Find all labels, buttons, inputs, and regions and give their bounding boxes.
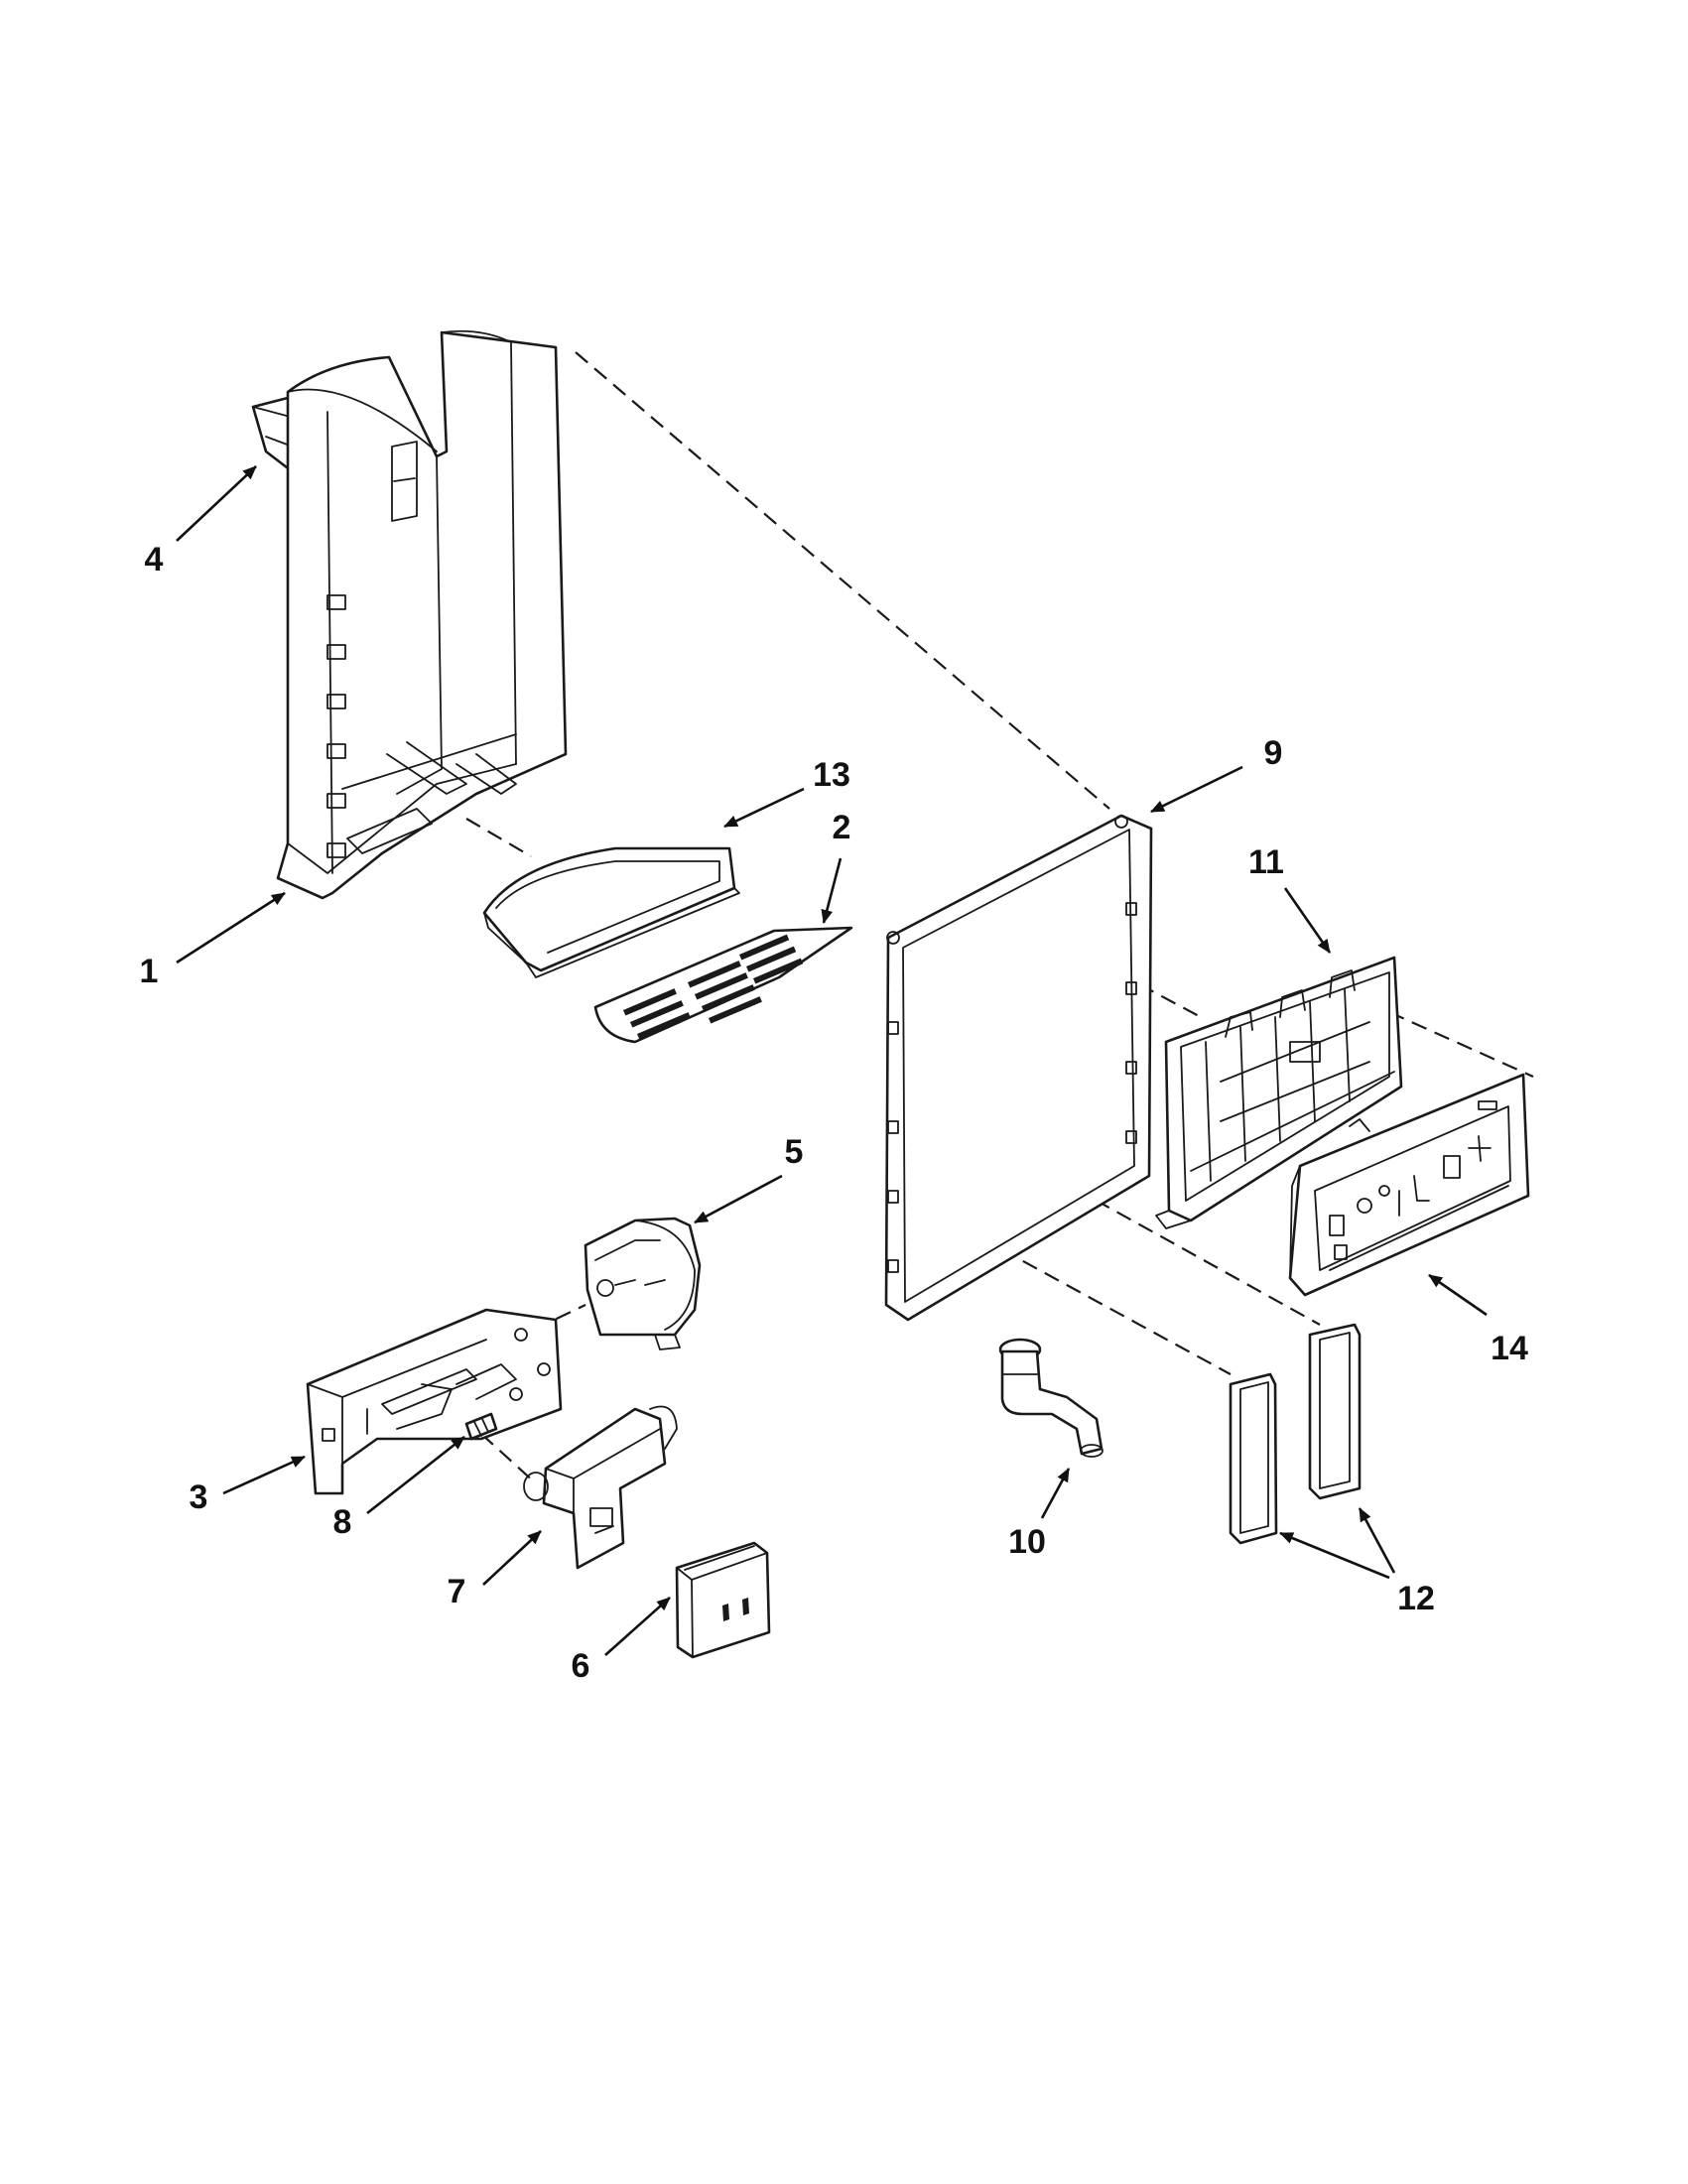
part-dispenser-housing (276, 329, 568, 900)
part-drip-tray-grille (593, 926, 853, 1044)
part-actuator-motor (584, 1217, 702, 1350)
part-actuator-pad (675, 1541, 771, 1659)
callout-5: 5 (785, 1133, 804, 1171)
leader-10 (1040, 1468, 1071, 1519)
leader-8 (366, 1435, 465, 1515)
callout-3: 3 (190, 1478, 208, 1516)
leader-6 (604, 1597, 671, 1656)
leader-9 (1150, 765, 1243, 814)
part-dispenser-lever (523, 1405, 678, 1570)
callout-14: 14 (1491, 1330, 1528, 1367)
part-water-tube-fitting (998, 1338, 1104, 1458)
callout-12: 12 (1397, 1580, 1435, 1617)
part-dispenser-frame (884, 814, 1153, 1322)
callout-9: 9 (1264, 734, 1283, 772)
leader-14 (1428, 1273, 1488, 1317)
part-end-caps (1229, 1323, 1362, 1545)
leader-12a (1279, 1531, 1390, 1580)
part-control-board-housing (1155, 956, 1403, 1229)
leader-4 (176, 465, 257, 542)
leader-12b (1358, 1507, 1396, 1574)
leader-1 (176, 891, 286, 964)
leader-arrows (176, 465, 1488, 1656)
callout-6: 6 (572, 1647, 590, 1685)
callout-13: 13 (813, 756, 850, 794)
callout-7: 7 (448, 1573, 466, 1610)
callout-11: 11 (1248, 843, 1284, 881)
callout-8: 8 (333, 1503, 352, 1541)
leader-7 (482, 1530, 542, 1586)
leader-2 (821, 857, 843, 924)
callout-1: 1 (140, 953, 159, 990)
part-dispenser-bracket (306, 1308, 563, 1495)
leader-11 (1283, 887, 1332, 954)
leader-3 (222, 1455, 306, 1495)
leader-5 (694, 1174, 783, 1224)
leader-13 (723, 787, 805, 829)
part-drip-tray (482, 846, 740, 978)
part-screw (464, 1412, 498, 1441)
callout-2: 2 (833, 809, 851, 846)
callout-4: 4 (145, 541, 164, 578)
callout-labels: 1 2 3 4 5 6 7 8 9 10 11 12 13 14 (140, 541, 1528, 1685)
part-control-panel-cover (1288, 1073, 1530, 1297)
callout-10: 10 (1008, 1523, 1046, 1561)
